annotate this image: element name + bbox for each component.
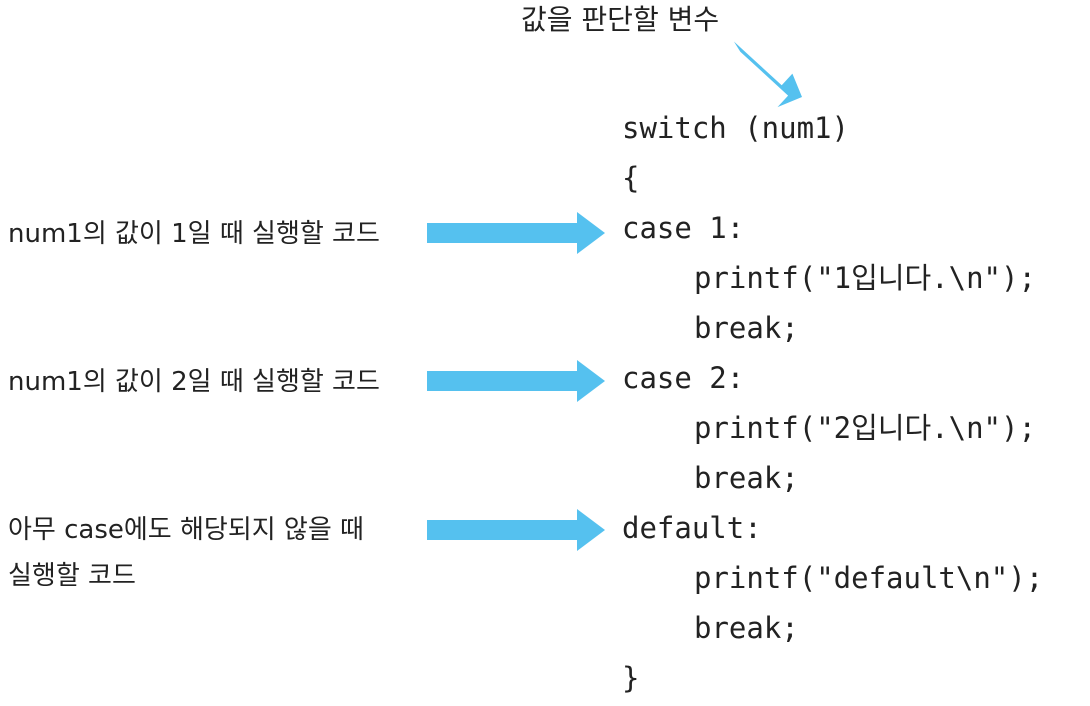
code-line-case1: case 1:: [622, 211, 745, 245]
case2-annotation: num1의 값이 2일 때 실행할 코드: [8, 367, 380, 397]
code-line-break2: break;: [694, 461, 799, 495]
code-line-break3: break;: [694, 611, 799, 645]
code-line-close-brace: }: [622, 661, 640, 695]
arrow-default: [427, 509, 605, 551]
arrow-switch-variable: [733, 41, 802, 108]
arrow-case2: [427, 360, 605, 402]
default-annotation-line1: 아무 case에도 해당되지 않을 때: [8, 515, 364, 545]
code-block: switch (num1) { case 1: printf("1입니다.\n"…: [622, 103, 1043, 703]
code-line-default: default:: [622, 511, 762, 545]
code-line-break1: break;: [694, 311, 799, 345]
code-line-printf1: printf("1입니다.\n");: [694, 261, 1036, 295]
default-annotation-line2: 실행할 코드: [8, 561, 136, 591]
code-line-case2: case 2:: [622, 361, 745, 395]
code-line-printf-default: printf("default\n");: [694, 561, 1044, 595]
arrow-case1: [427, 212, 605, 254]
switch-variable-label: 값을 판단할 변수: [521, 3, 720, 36]
code-line-open-brace: {: [622, 161, 640, 195]
code-line-printf2: printf("2입니다.\n");: [694, 411, 1036, 445]
case1-annotation: num1의 값이 1일 때 실행할 코드: [8, 219, 380, 249]
code-line-switch: switch (num1): [622, 111, 849, 145]
